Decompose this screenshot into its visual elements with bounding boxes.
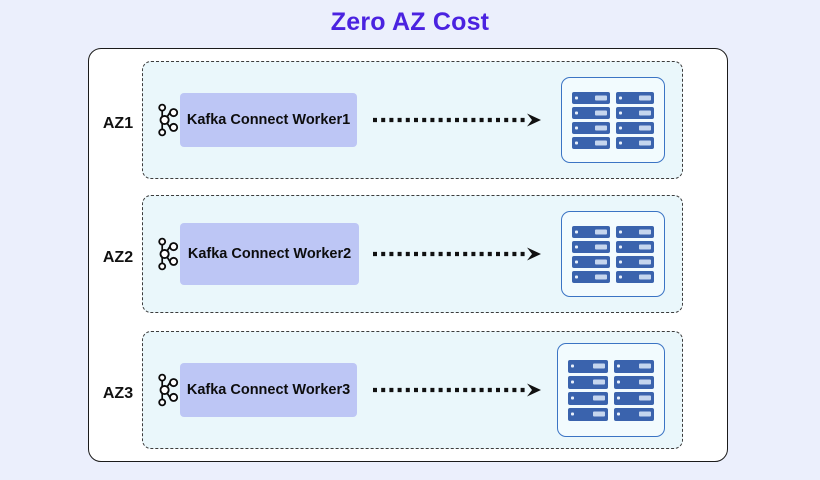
server-unit: [614, 407, 654, 421]
server-rack-icon: [557, 343, 665, 437]
kafka-connect-worker-box[interactable]: Kafka Connect Worker3: [180, 363, 357, 417]
server-rack-icon: [561, 77, 665, 163]
az-label: AZ3: [102, 385, 134, 402]
az-label: AZ2: [102, 249, 134, 266]
server-unit: [616, 225, 654, 238]
server-unit: [572, 91, 610, 104]
server-unit: [572, 106, 610, 119]
page-title: Zero AZ Cost: [330, 8, 490, 36]
server-rack-icon: [561, 211, 665, 297]
server-unit: [568, 375, 608, 389]
server-unit: [616, 270, 654, 283]
server-unit: [616, 240, 654, 253]
server-rack-grid: [572, 225, 654, 283]
server-unit: [616, 91, 654, 104]
server-unit: [572, 240, 610, 253]
server-unit: [616, 136, 654, 149]
server-unit: [568, 359, 608, 373]
server-unit: [572, 255, 610, 268]
server-rack-grid: [568, 359, 654, 421]
az-container: Kafka Connect Worker1: [142, 61, 683, 179]
az-row: AZ2 Kafka Connect Worker2: [89, 195, 729, 321]
server-unit: [572, 136, 610, 149]
az-row: AZ3 Kafka Connect Worker3: [89, 331, 729, 457]
server-rack-grid: [572, 91, 654, 149]
server-unit: [614, 375, 654, 389]
az-row: AZ1 Kafka Connect Worker1: [89, 61, 729, 187]
dotted-arrow-right-icon: [371, 382, 545, 398]
dotted-arrow-right-icon: [371, 112, 545, 128]
server-unit: [614, 359, 654, 373]
server-unit: [568, 391, 608, 405]
az-container: Kafka Connect Worker2: [142, 195, 683, 313]
kafka-icon: [153, 237, 179, 271]
server-unit: [568, 407, 608, 421]
server-unit: [572, 225, 610, 238]
kafka-icon: [153, 373, 179, 407]
server-unit: [616, 106, 654, 119]
diagram-panel: AZ1 Kafka Connect Worker1: [88, 48, 728, 462]
server-unit: [572, 121, 610, 134]
dotted-arrow-right-icon: [371, 246, 545, 262]
server-unit: [616, 121, 654, 134]
server-unit: [614, 391, 654, 405]
kafka-connect-worker-box[interactable]: Kafka Connect Worker2: [180, 223, 359, 285]
kafka-icon: [153, 103, 179, 137]
az-container: Kafka Connect Worker3: [142, 331, 683, 449]
server-unit: [616, 255, 654, 268]
az-label: AZ1: [102, 115, 134, 132]
kafka-connect-worker-box[interactable]: Kafka Connect Worker1: [180, 93, 357, 147]
server-unit: [572, 270, 610, 283]
